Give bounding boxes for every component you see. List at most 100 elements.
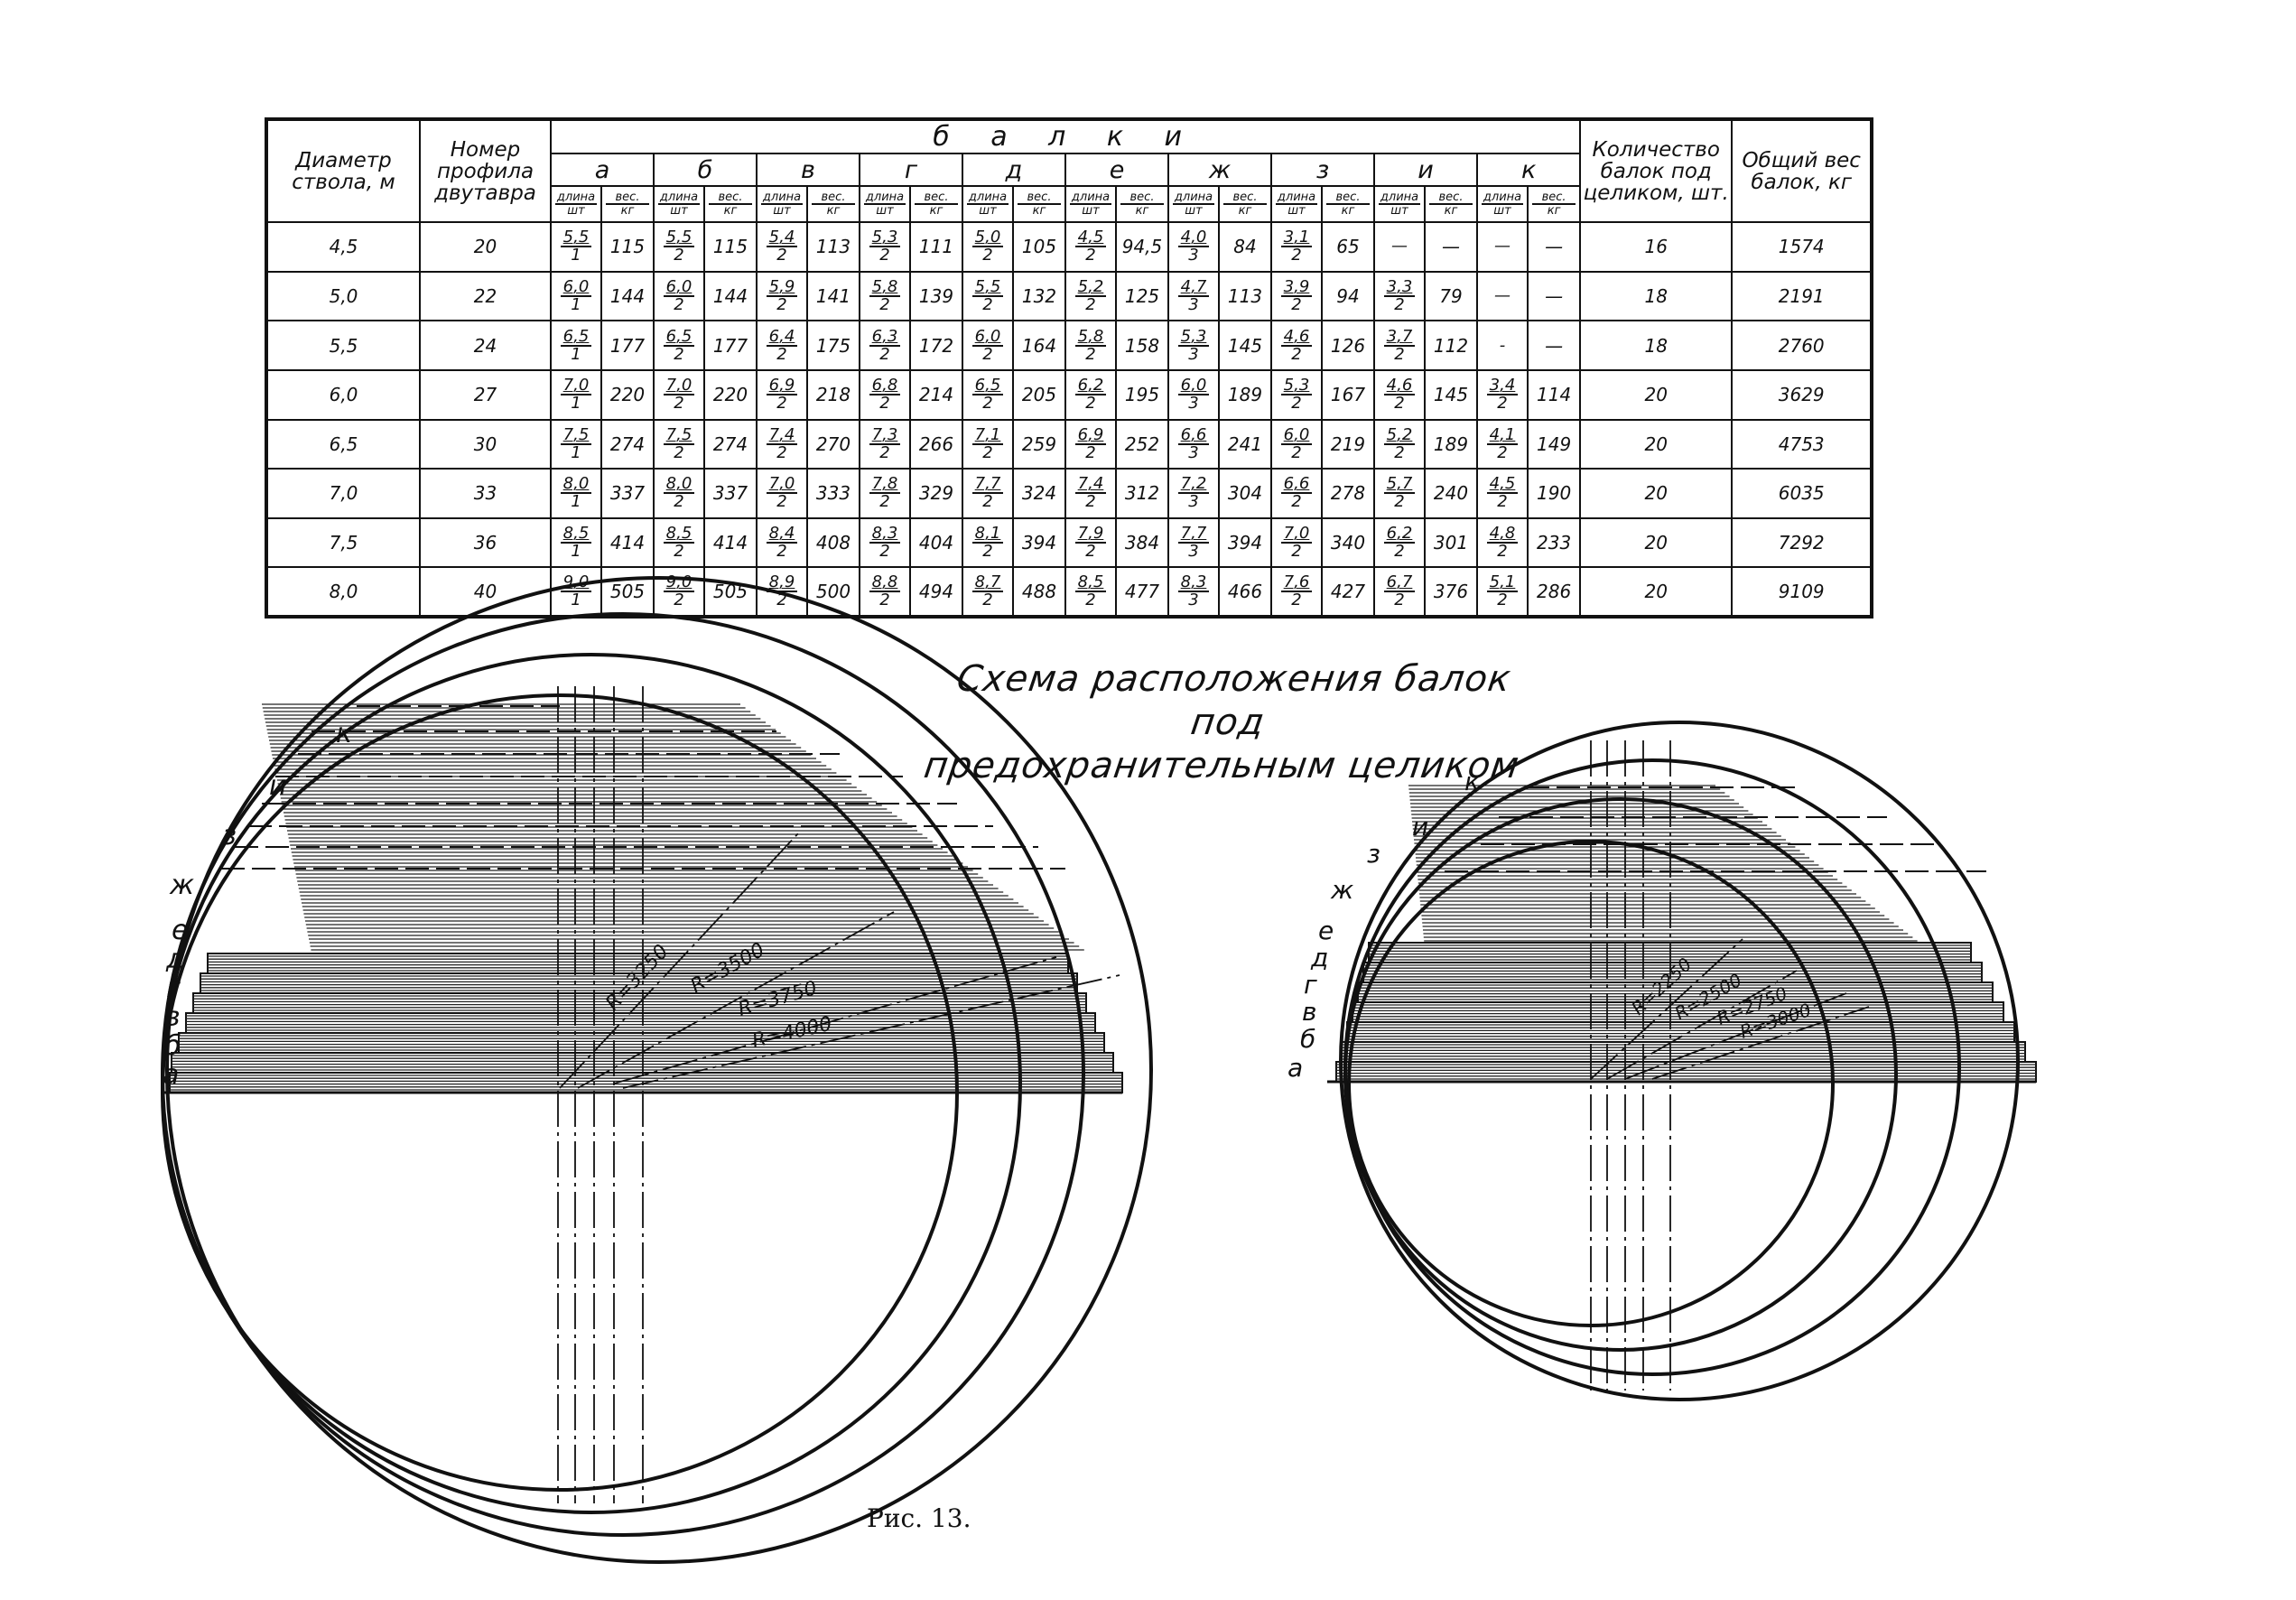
cell-count: 20 xyxy=(1579,566,1734,618)
cell-beam-weight: 278 xyxy=(1321,468,1375,519)
cell-beam-weight: 145 xyxy=(1218,320,1272,371)
cell-beam-weight: 477 xyxy=(1115,566,1169,618)
header-total-weight: Общий вес балок, кг xyxy=(1731,118,1873,223)
cell-beam-weight: 172 xyxy=(909,320,963,371)
subheader-weight: вес.кг xyxy=(1321,185,1375,223)
cell-beam-weight: 112 xyxy=(1424,320,1478,371)
right-beam-label: а xyxy=(1287,1053,1303,1083)
right-shaft-circle xyxy=(1343,797,1898,1352)
right-beam-label: д xyxy=(1310,943,1328,972)
cell-beam-weight: 144 xyxy=(703,270,758,322)
cell-count: 20 xyxy=(1579,468,1734,519)
subheader-weight: вес.кг xyxy=(806,185,860,223)
cell-beam-weight: 190 xyxy=(1526,468,1582,519)
right-shaft-circle xyxy=(1343,758,1961,1376)
cell-profile: 30 xyxy=(419,418,552,470)
cell-beam-weight: 240 xyxy=(1424,468,1478,519)
cell-diameter: 5,5 xyxy=(265,320,421,371)
cell-beam-weight: 301 xyxy=(1424,516,1478,569)
cell-diameter: 7,5 xyxy=(265,516,421,569)
subheader-weight: вес.кг xyxy=(1424,185,1478,223)
header-beam-0: а xyxy=(550,153,655,187)
cell-total-weight: 3629 xyxy=(1731,368,1873,421)
left-beam-label: ж xyxy=(169,870,194,901)
right-beam-label: б xyxy=(1300,1024,1315,1054)
cell-beam-weight: — xyxy=(1526,221,1582,273)
cell-total-weight: 1574 xyxy=(1731,221,1873,273)
right-beam-label: з xyxy=(1367,839,1380,869)
cell-total-weight: 9109 xyxy=(1731,566,1873,618)
right-radius-line xyxy=(1651,1006,1870,1080)
cell-count: 16 xyxy=(1579,221,1734,273)
cell-beam-weight: 177 xyxy=(600,320,655,371)
cell-beam-weight: 195 xyxy=(1115,368,1169,421)
cell-beam-weight: 312 xyxy=(1115,468,1169,519)
subheader-weight: вес.кг xyxy=(703,185,758,223)
cell-count: 20 xyxy=(1579,516,1734,569)
cell-beam-weight: 233 xyxy=(1526,516,1582,569)
cell-beam-weight: 270 xyxy=(806,418,860,470)
cell-beam-weight: 149 xyxy=(1526,418,1582,470)
left-shaft-circle xyxy=(165,576,1153,1564)
cell-beam-weight: 205 xyxy=(1012,368,1066,421)
cell-beam-weight: 144 xyxy=(600,270,655,322)
subheader-weight: вес.кг xyxy=(1526,185,1582,223)
cell-beam-weight: 113 xyxy=(806,221,860,273)
cell-beam-weight: 505 xyxy=(703,566,758,618)
cell-beam-weight: 329 xyxy=(909,468,963,519)
header-diameter: Диаметр ствола, м xyxy=(265,118,421,223)
right-beam-label: и xyxy=(1412,812,1428,842)
right-beam-label: е xyxy=(1318,916,1334,945)
cell-beam-weight: 125 xyxy=(1115,270,1169,322)
cell-beam-weight: 500 xyxy=(806,566,860,618)
right-radius-line xyxy=(1624,992,1847,1080)
cell-beam-weight: 404 xyxy=(909,516,963,569)
cell-beam-weight: 337 xyxy=(600,468,655,519)
cell-beam-weight: 408 xyxy=(806,516,860,569)
cell-beam-weight: — xyxy=(1526,270,1582,322)
cell-beam-weight: 145 xyxy=(1424,368,1478,421)
cell-beam-weight: 340 xyxy=(1321,516,1375,569)
cell-count: 18 xyxy=(1579,320,1734,371)
cell-beam-weight: 141 xyxy=(806,270,860,322)
cell-profile: 36 xyxy=(419,516,552,569)
cell-beam-weight: 111 xyxy=(909,221,963,273)
cell-diameter: 4,5 xyxy=(265,221,421,273)
